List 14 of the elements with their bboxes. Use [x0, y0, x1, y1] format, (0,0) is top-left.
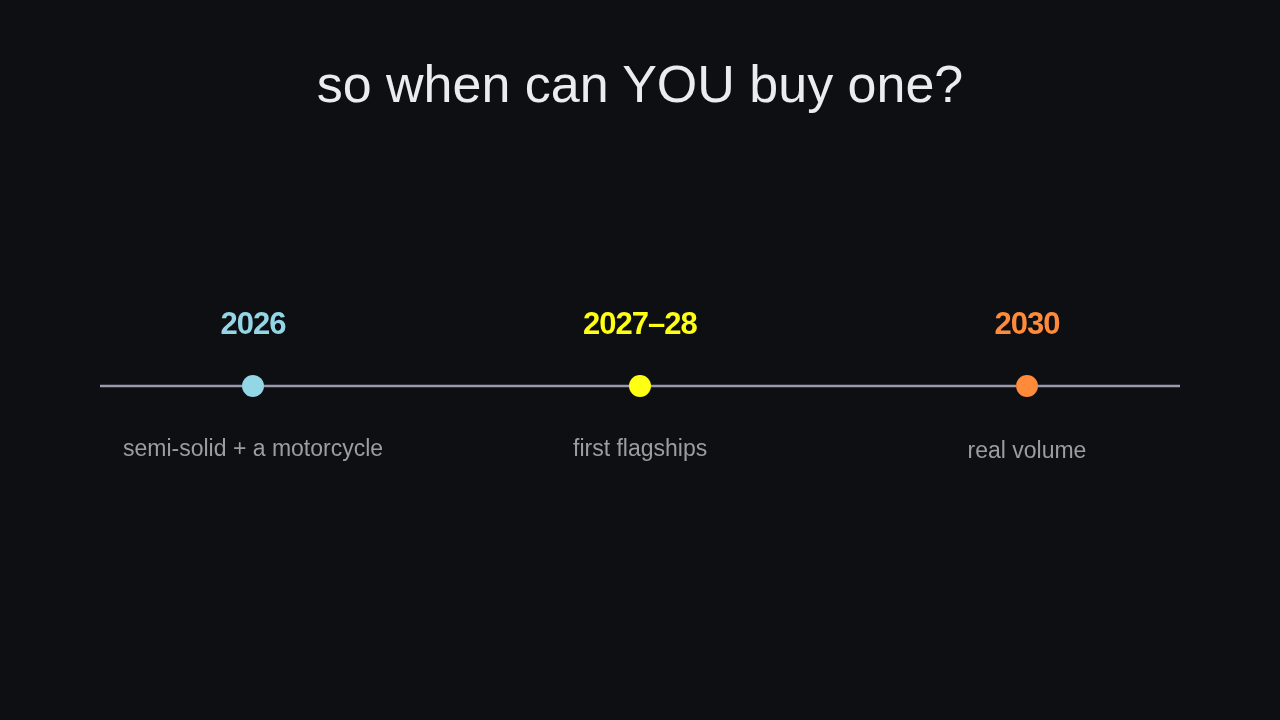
- milestone-label: real volume: [967, 436, 1087, 464]
- year-label: 2026: [220, 306, 286, 342]
- milestone-label: first flagships: [573, 434, 708, 462]
- timeline-line: [100, 384, 242, 388]
- timeline-line: [651, 384, 1016, 388]
- timeline-line: [264, 384, 629, 388]
- timeline-dot: [629, 375, 651, 397]
- timeline-dot: [242, 375, 264, 397]
- slide-title: so when can YOU buy one?: [316, 55, 964, 113]
- timeline-dot: [1016, 375, 1038, 397]
- timeline-line: [1038, 384, 1180, 388]
- milestone-label: semi-solid + a motorcycle: [123, 434, 384, 462]
- year-label: 2027–28: [583, 306, 697, 342]
- year-label: 2030: [994, 306, 1060, 342]
